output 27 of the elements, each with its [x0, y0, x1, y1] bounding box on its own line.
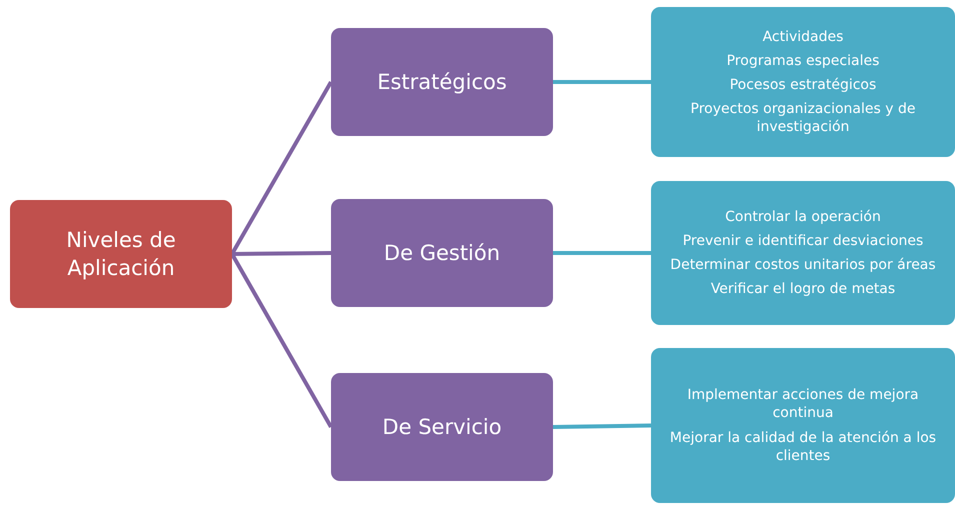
list-item: Controlar la operación — [725, 208, 881, 226]
detail-box — [651, 348, 955, 503]
connector-line — [230, 81, 333, 255]
category-box — [331, 373, 553, 481]
list-item: Actividades — [762, 28, 844, 46]
connector-line — [553, 80, 651, 84]
list-item: Proyectos organizacionales y de investigación — [690, 100, 916, 136]
connector-line — [553, 251, 651, 255]
detail-box — [651, 7, 955, 157]
node-label: De Gestión — [384, 241, 500, 265]
node-label: De Servicio — [382, 415, 502, 439]
node-label: Niveles de Aplicación — [65, 226, 177, 282]
detail-box — [651, 181, 955, 325]
connector-line — [552, 424, 652, 429]
connector-line — [232, 251, 332, 256]
list-item: Programas especiales — [726, 52, 880, 70]
list-item: Prevenir e identificar desviaciones — [682, 232, 924, 250]
list-item: Determinar costos unitarios por áreas — [670, 256, 936, 274]
list-item: Verificar el logro de metas — [710, 280, 896, 298]
node-label: Estratégicos — [377, 70, 507, 94]
list-item: Pocesos estratégicos — [730, 76, 876, 94]
category-box — [331, 199, 553, 307]
connector-line — [230, 253, 333, 428]
list-item: Implementar acciones de mejora continua — [686, 386, 920, 422]
category-box — [331, 28, 553, 136]
root-box — [10, 200, 232, 308]
list-item: Mejorar la calidad de la atención a los clientes — [668, 428, 938, 465]
